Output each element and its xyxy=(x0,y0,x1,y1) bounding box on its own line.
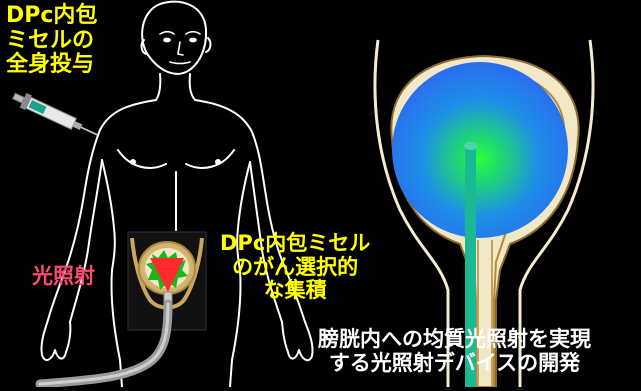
left-caption-line: 全身投与 xyxy=(6,53,97,78)
syringe-icon xyxy=(11,89,101,142)
light-diffuser-sphere xyxy=(392,62,568,238)
center-caption: DPc内包ミセル のがん選択的 な集積 xyxy=(220,232,370,303)
bottom-caption-line: する光照射デバイスの開発 xyxy=(318,352,591,376)
bottom-caption: 膀胱内への均質光照射を実現 する光照射デバイスの開発 xyxy=(318,328,591,375)
center-caption-line: のがん選択的 xyxy=(220,256,370,280)
center-caption-line: な集積 xyxy=(220,279,370,303)
left-caption: DPc内包 ミセルの 全身投与 xyxy=(6,4,97,78)
left-caption-line: DPc内包 xyxy=(6,4,97,29)
left-caption-line: ミセルの xyxy=(6,29,97,54)
bottom-caption-line: 膀胱内への均質光照射を実現 xyxy=(318,328,591,352)
face xyxy=(160,32,200,64)
light-label: 光照射 xyxy=(32,265,95,289)
center-caption-line: DPc内包ミセル xyxy=(220,232,370,256)
